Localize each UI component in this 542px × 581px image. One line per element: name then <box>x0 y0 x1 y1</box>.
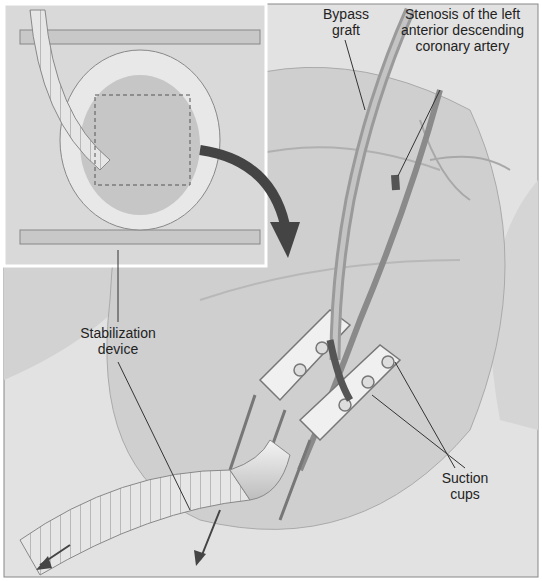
device-label: Stabilization device <box>60 325 176 357</box>
graft-label: Bypass graft <box>315 6 377 38</box>
stenosis-label: Stenosis of the left anterior descending… <box>400 6 525 54</box>
suction-label: Suction cups <box>430 470 500 502</box>
